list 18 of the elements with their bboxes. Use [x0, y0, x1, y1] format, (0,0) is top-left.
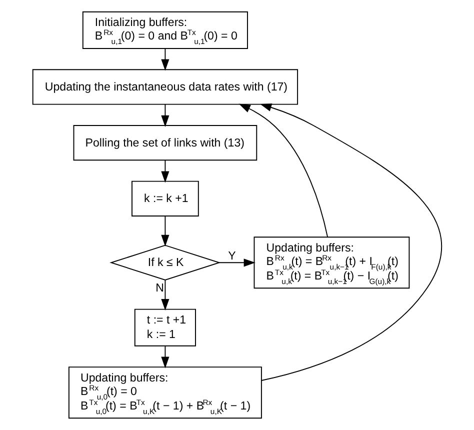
arrow: [160, 216, 169, 246]
node-box: Updating the instantaneous data rates with (17): [32, 69, 298, 105]
arrow: [160, 280, 169, 311]
arrow: [160, 48, 169, 71]
node-box: Polling the set of links with (13): [72, 125, 257, 161]
arrow: [238, 104, 328, 238]
node-box: Initializing buffers: B$^{Rx}$$_{u,1}$(0) = 0 and B$^{Tx}$$_{u,1}$(0) = 0: [82, 11, 248, 49]
arrow: [160, 346, 169, 368]
node-box: k := k +1: [131, 180, 198, 216]
arrow: [160, 160, 169, 183]
arrow: [160, 104, 169, 127]
node-diamond: If k ≤ K: [109, 244, 220, 280]
arrow: [218, 258, 255, 267]
node-box: Updating buffers: B$^{Rx}$$_{u,0}$(t) = 0 B$^{Tx}$$_{u,0}$(t) = B$^{Tx}$$_{u,K}$(t − 1) + B$^{Rx}$$_{u,K}$(t − 1): [68, 366, 262, 419]
arrow: [259, 104, 442, 381]
edge-label: N: [155, 282, 164, 295]
node-box: t := t +1 k := 1: [134, 308, 196, 346]
edge-label: Y: [228, 250, 236, 262]
